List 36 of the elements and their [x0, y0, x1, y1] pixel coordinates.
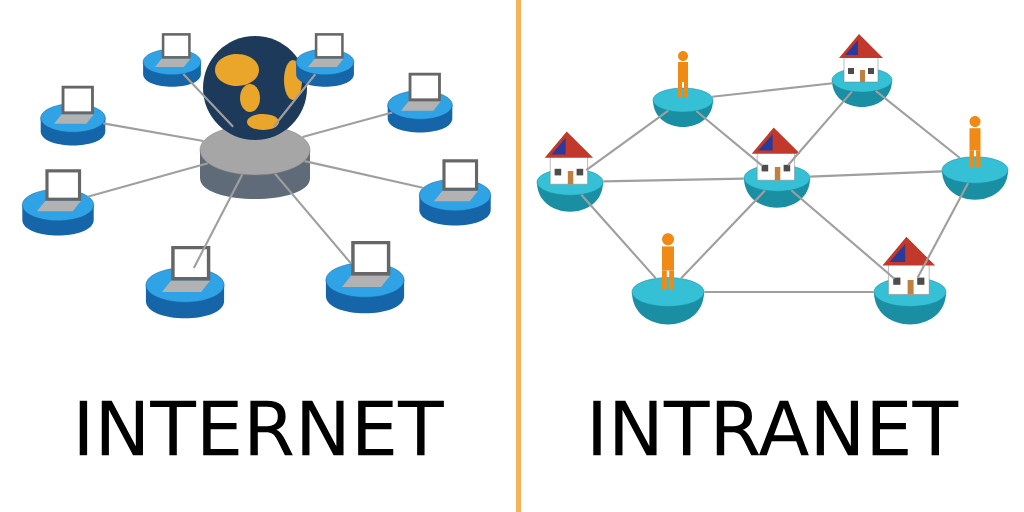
connector-line — [787, 90, 853, 166]
laptop-drawing — [419, 159, 491, 226]
connector-line — [304, 160, 424, 189]
connector-line — [585, 109, 669, 172]
connector-line — [695, 110, 764, 167]
heading: INTRANET — [593, 400, 959, 456]
connector-line — [790, 189, 896, 280]
connector-line — [580, 194, 657, 279]
connector-line — [103, 122, 204, 142]
laptop-drawing — [325, 240, 405, 314]
laptop-drawing — [142, 33, 202, 87]
laptop-drawing — [387, 72, 453, 133]
connector-line — [875, 90, 961, 159]
connector-line — [712, 82, 833, 98]
house-drawing — [743, 127, 811, 208]
connector-line — [182, 73, 234, 128]
globe-hub-drawing — [199, 36, 311, 199]
heading: INTERNET — [79, 400, 444, 456]
person-drawing — [631, 233, 705, 325]
laptop-drawing — [22, 169, 94, 236]
house-drawing — [873, 236, 947, 325]
laptop-drawing — [295, 33, 355, 87]
house-drawing — [831, 34, 893, 107]
house-drawing — [536, 131, 604, 212]
connector-line — [88, 162, 209, 198]
connector-line — [704, 290, 874, 294]
connector-line — [302, 111, 393, 139]
laptop-drawing — [40, 85, 106, 146]
connector-line — [810, 170, 942, 178]
person-drawing — [941, 116, 1009, 200]
connector-line — [603, 177, 744, 183]
person-drawing — [652, 51, 714, 127]
connector-line — [916, 182, 969, 279]
connector-line — [680, 189, 766, 279]
connector-line — [273, 73, 317, 127]
laptop-drawing — [145, 245, 225, 319]
